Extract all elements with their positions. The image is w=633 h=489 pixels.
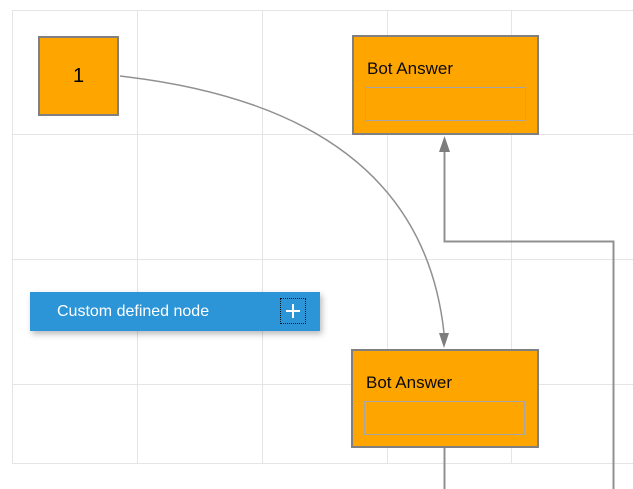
connector-curve[interactable] [119, 75, 449, 348]
connector-orthogonal-path[interactable] [443, 152, 615, 489]
bot-answer-title: Bot Answer [367, 59, 453, 78]
connector-curve-path[interactable] [119, 75, 445, 334]
connector-orthogonal[interactable] [439, 136, 615, 489]
bot-answer-node-bottom[interactable]: Bot Answer [351, 349, 539, 448]
node-numbered[interactable]: 1 [38, 36, 119, 116]
bot-answer-title: Bot Answer [366, 373, 452, 392]
bot-answer-input[interactable] [365, 87, 526, 121]
node-numbered-label: 1 [72, 64, 85, 87]
add-node-button[interactable] [280, 298, 306, 324]
arrowhead-down-icon [439, 333, 449, 348]
bot-answer-node-top[interactable]: Bot Answer [352, 35, 539, 135]
bot-answer-input[interactable] [364, 401, 525, 435]
arrowhead-up-icon [439, 136, 450, 152]
custom-defined-node[interactable]: Custom defined node [30, 292, 320, 331]
plus-icon [281, 299, 305, 323]
custom-defined-node-label: Custom defined node [57, 303, 210, 320]
